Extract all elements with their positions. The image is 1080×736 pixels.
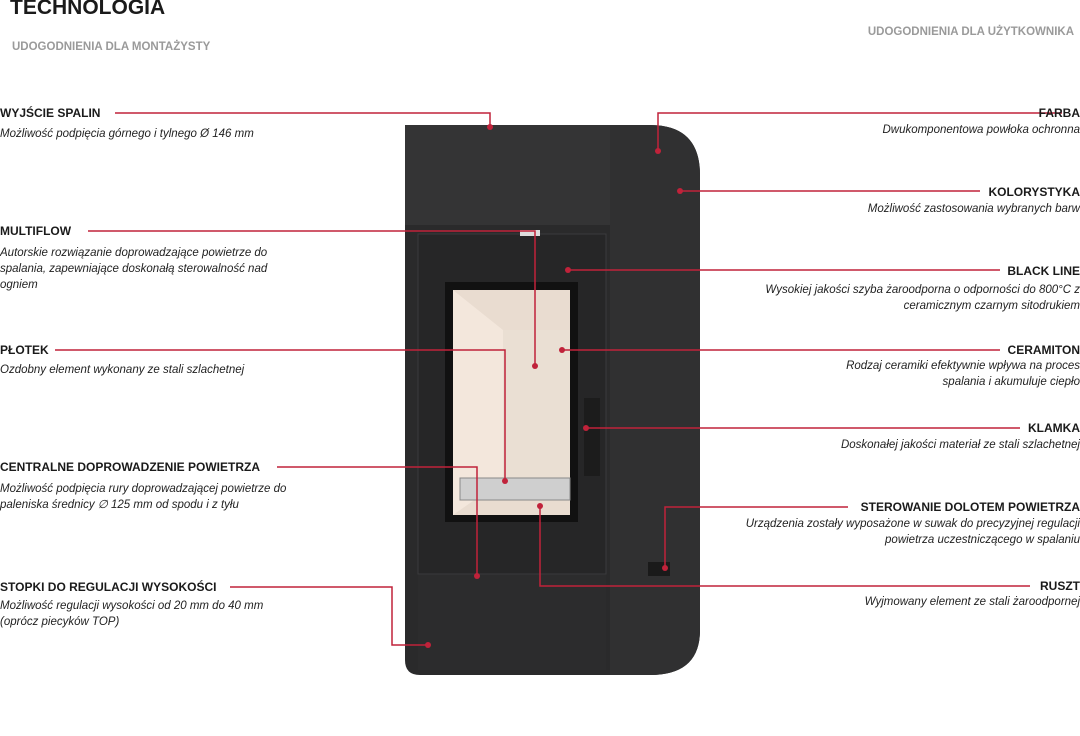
desc-sterowanie: Urządzenia zostały wyposażone w suwak do…	[745, 518, 1080, 546]
desc-ceramiton: Rodzaj ceramiki efektywnie wpływa na pro…	[846, 360, 1080, 388]
desc-wyjscie-spalin: Możliwość podpięcia górnego i tylnego Ø …	[0, 128, 254, 140]
desc-plotek: Ozdobny element wykonany ze stali szlach…	[0, 364, 245, 376]
left-header: UDOGODNIENIA DLA MONTAŻYSTY	[12, 41, 211, 53]
label-centralne: CENTRALNE DOPROWADZENIE POWIETRZA	[0, 460, 260, 474]
label-black-line: BLACK LINE	[1007, 264, 1080, 278]
desc-centralne: Możliwość podpięcia rury doprowadzającej…	[0, 483, 287, 511]
label-ruszt: RUSZT	[1040, 579, 1080, 593]
label-kolorystyka: KOLORYSTYKA	[988, 185, 1080, 199]
callout-dots	[425, 124, 683, 648]
label-ceramiton: CERAMITON	[1007, 343, 1080, 357]
desc-kolorystyka: Możliwość zastosowania wybranych barw	[867, 203, 1080, 215]
label-plotek: PŁOTEK	[0, 343, 49, 357]
label-stopki: STOPKI DO REGULACJI WYSOKOŚCI	[0, 580, 217, 594]
desc-klamka: Doskonałej jakości materiał ze stali szl…	[840, 439, 1080, 451]
stove	[405, 125, 700, 675]
label-sterowanie: STEROWANIE DOLOTEM POWIETRZA	[860, 500, 1080, 514]
callout-lines	[55, 112, 1062, 646]
desc-stopki: Możliwość regulacji wysokości od 20 mm d…	[0, 600, 264, 628]
label-wyjscie-spalin: WYJŚCIE SPALIN	[0, 106, 101, 120]
label-klamka: KLAMKA	[1028, 421, 1080, 435]
desc-farba: Dwukomponentowa powłoka ochronna	[882, 124, 1080, 136]
desc-black-line: Wysokiej jakości szyba żaroodporna o odp…	[765, 284, 1080, 312]
desc-ruszt: Wyjmowany element ze stali żaroodpornej	[864, 596, 1080, 608]
desc-multiflow: Autorskie rozwiązanie doprowadzające pow…	[0, 247, 268, 291]
right-header: UDOGODNIENIA DLA UŻYTKOWNIKA	[867, 26, 1074, 38]
label-farba: FARBA	[1038, 106, 1080, 120]
page-title: TECHNOLOGIA	[10, 0, 166, 19]
label-multiflow: MULTIFLOW	[0, 224, 72, 238]
